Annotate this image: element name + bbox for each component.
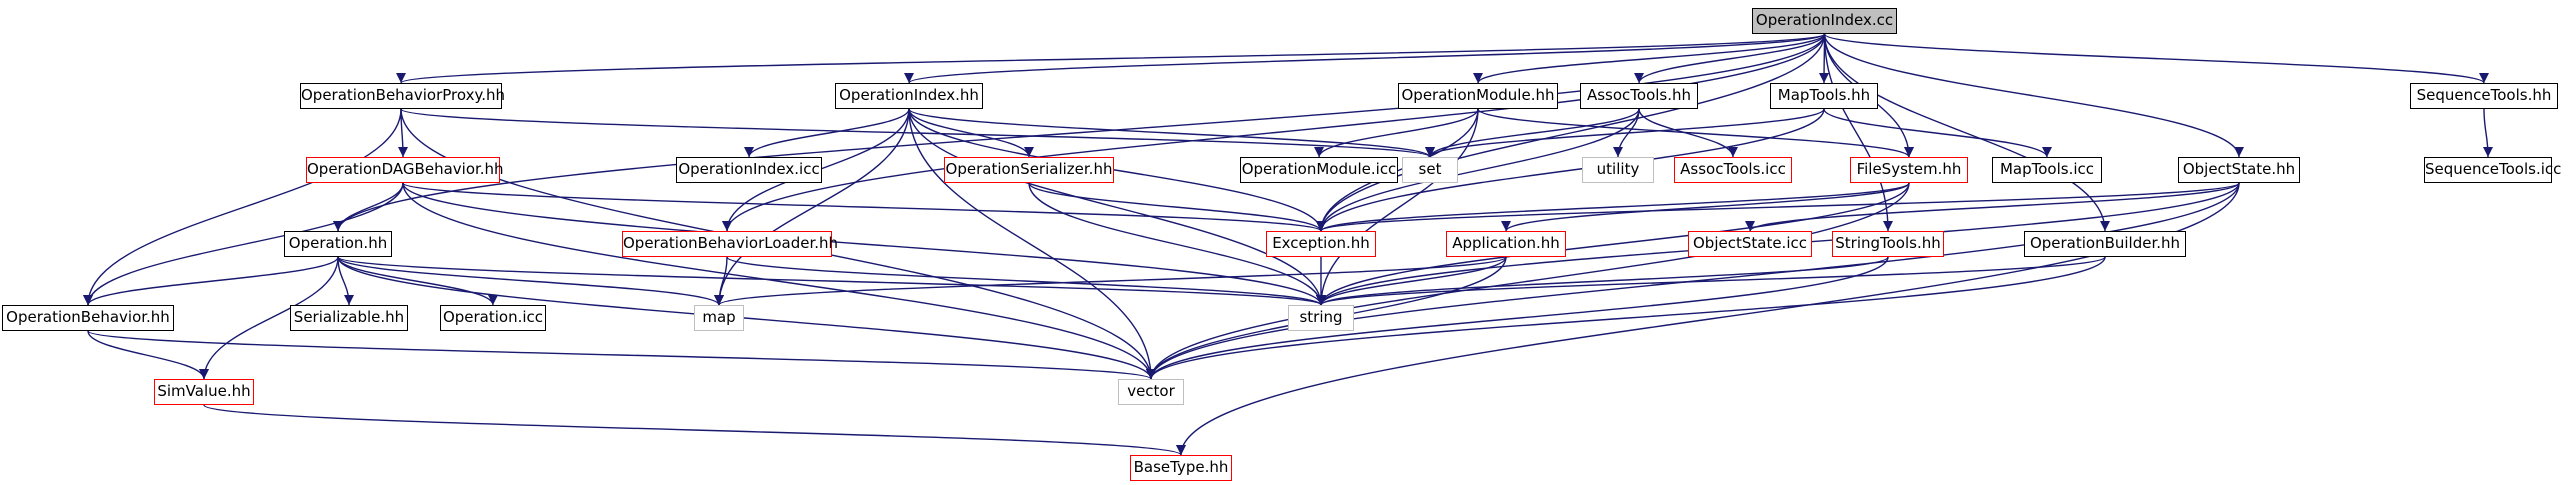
edge-assoc-to-exception [1316, 108, 1640, 232]
node-serializable-hh[interactable]: Serializable.hh [290, 305, 408, 331]
edge-objectstate-to-exception [1316, 182, 2240, 232]
node-operationmodule-hh[interactable]: OperationModule.hh [1398, 83, 1558, 109]
edge-opindexhh-to-opindexicc [744, 108, 910, 158]
edge-opindexhh-to-map [714, 108, 910, 306]
edge-opmodule-to-opmoduleicc [1314, 108, 1479, 158]
edge-root-to-operation [333, 33, 1826, 232]
node-operation-icc[interactable]: Operation.icc [440, 305, 546, 331]
edge-assoc-to-set [1425, 108, 1640, 158]
edge-stringtools-to-vector [1146, 256, 1889, 380]
edge-obloader-to-map [714, 256, 728, 306]
edge-opserializer-to-exception [1028, 182, 1326, 232]
edge-root-to-opbuilder [1823, 33, 2110, 232]
edge-application-to-string [1316, 256, 1507, 306]
edge-operation-to-vector [337, 256, 1156, 380]
edge-opindexhh-to-vector [908, 108, 1156, 380]
edge-obproxy-to-opbehavior [83, 108, 402, 306]
edge-operation-to-simvalue [199, 256, 339, 380]
edge-dag-to-vector [402, 182, 1156, 380]
edge-filesystem-to-string [1316, 182, 1910, 306]
node-objectstate-hh[interactable]: ObjectState.hh [2178, 157, 2300, 183]
node-operationindex-cc: OperationIndex.cc [1752, 8, 1897, 34]
edge-operation-to-operationicc [337, 256, 498, 306]
edge-root-to-obproxy [396, 33, 1826, 84]
edge-opbuilder-to-string [1316, 256, 2106, 306]
node-objectstate-icc[interactable]: ObjectState.icc [1688, 231, 1812, 257]
node-operationbehavior-hh[interactable]: OperationBehavior.hh [2, 305, 174, 331]
node-assoctools-icc[interactable]: AssocTools.icc [1674, 157, 1792, 183]
edge-root-to-seqtools [1823, 33, 2489, 84]
edge-opindexhh-to-exception [908, 108, 1326, 232]
edge-obproxy-to-set [400, 108, 1435, 158]
node-sequencetools-hh[interactable]: SequenceTools.hh [2410, 83, 2558, 109]
edge-stringtools-to-string [1316, 256, 1889, 306]
node-exception-hh[interactable]: Exception.hh [1266, 231, 1376, 257]
node-string: string [1288, 305, 1354, 331]
edge-opindexhh-to-string [908, 108, 1326, 306]
node-operationindex-hh[interactable]: OperationIndex.hh [835, 83, 983, 109]
edge-maptools-to-set [1425, 108, 1825, 158]
node-operationbehaviorproxy-hh[interactable]: OperationBehaviorProxy.hh [300, 83, 505, 109]
node-operationmodule-icc[interactable]: OperationModule.icc [1240, 157, 1398, 183]
edge-dag-to-opbehavior [83, 182, 404, 306]
edge-root-to-opmodule [1473, 33, 1826, 84]
edge-opindexhh-to-opserializer [908, 108, 1034, 158]
edge-dag-to-exception [402, 182, 1326, 232]
edge-application-to-map [714, 256, 1507, 306]
edge-opbehavior-to-simvalue [87, 330, 209, 380]
edge-dag-to-operation [333, 182, 404, 232]
edge-root-to-objectstate [1823, 33, 2244, 158]
node-map: map [694, 305, 744, 331]
edge-opbuilder-to-vector [1146, 256, 2106, 380]
edge-operation-to-string [337, 256, 1326, 306]
edge-filesystem-to-exception [1316, 182, 1910, 232]
edge-opmodule-to-exception [1316, 108, 1479, 232]
node-basetype-hh[interactable]: BaseType.hh [1130, 455, 1232, 481]
edge-opindexhh-to-set [908, 108, 1435, 158]
edge-maptools-to-exception [1316, 108, 1825, 232]
node-assoctools-hh[interactable]: AssocTools.hh [1580, 83, 1698, 109]
node-maptools-icc[interactable]: MapTools.icc [1992, 157, 2102, 183]
edge-operation-to-map [337, 256, 724, 306]
edge-objectstate-to-objectstateicc [1745, 182, 2240, 232]
node-stringtools-hh[interactable]: StringTools.hh [1832, 231, 1944, 257]
edge-simvalue-to-basetype [203, 404, 1186, 456]
node-maptools-hh[interactable]: MapTools.hh [1770, 83, 1878, 109]
node-application-hh[interactable]: Application.hh [1446, 231, 1566, 257]
edge-root-to-obloader [722, 33, 1826, 232]
edge-opbehavior-to-vector [87, 330, 1156, 380]
edge-filesystem-to-application [1501, 182, 1910, 232]
node-operationbuilder-hh[interactable]: OperationBuilder.hh [2024, 231, 2186, 257]
edge-opmodule-to-filesystem [1477, 108, 1914, 158]
edge-dag-to-string [402, 182, 1326, 306]
node-simvalue-hh[interactable]: SimValue.hh [154, 379, 254, 405]
edge-filesystem-to-vector [1146, 182, 1910, 380]
node-vector: vector [1118, 379, 1184, 405]
edge-maptools-to-maptoolsicc [1823, 108, 2052, 158]
node-sequencetools-icc[interactable]: SequenceTools.icc [2424, 157, 2561, 183]
edge-root-to-exception [1316, 33, 1826, 232]
edge-operation-to-opbehavior [83, 256, 339, 306]
edge-opserializer-to-string [1028, 182, 1326, 306]
node-utility: utility [1582, 157, 1654, 183]
edge-seqtools-to-seqtoolsicc [2482, 108, 2493, 158]
node-operationserializer-hh[interactable]: OperationSerializer.hh [944, 157, 1114, 183]
edge-root-to-assoc [1634, 33, 1826, 84]
node-operation-hh[interactable]: Operation.hh [284, 231, 392, 257]
edge-root-to-opindexhh [904, 33, 1826, 84]
node-operationdagbehavior-hh[interactable]: OperationDAGBehavior.hh [306, 157, 504, 183]
node-operationindex-icc[interactable]: OperationIndex.icc [676, 157, 822, 183]
node-operationbehaviorloader-hh[interactable]: OperationBehaviorLoader.hh [622, 231, 838, 257]
edge-assoc-to-associcc [1638, 108, 1738, 158]
edge-obloader-to-string [726, 256, 1326, 306]
node-set: set [1402, 157, 1458, 183]
node-filesystem-hh[interactable]: FileSystem.hh [1850, 157, 1968, 183]
